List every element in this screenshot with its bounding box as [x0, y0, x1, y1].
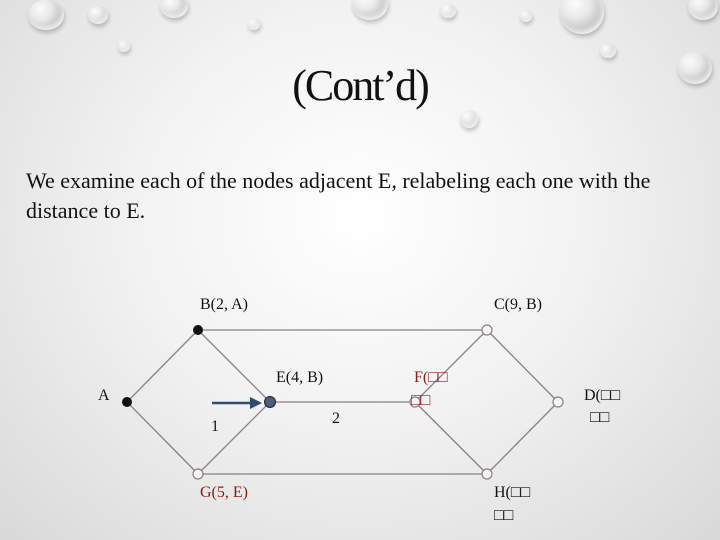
water-drop-decoration — [688, 0, 718, 20]
water-drop-decoration — [600, 44, 616, 58]
node-b — [193, 325, 203, 335]
edge-f-h — [414, 401, 488, 475]
node-label-f: F(□□ — [414, 369, 448, 386]
water-drop-decoration — [248, 18, 260, 30]
water-drop-decoration — [678, 52, 712, 84]
node-label-b: B(2, A) — [200, 296, 248, 313]
node-h — [481, 468, 493, 480]
node-label-f-cont: □□ — [411, 392, 431, 409]
node-label-c: C(9, B) — [494, 296, 542, 313]
arrow-icon — [212, 397, 262, 409]
slide-title: (Cont’d) — [292, 61, 430, 110]
edge-e-g — [197, 401, 271, 475]
edge-a-g — [126, 401, 199, 475]
node-label-e: E(4, B) — [276, 369, 323, 386]
edge-f-c — [414, 329, 488, 403]
node-e — [264, 396, 276, 408]
water-drop-decoration — [560, 0, 604, 34]
edge-a-b — [126, 329, 199, 403]
edge-c-d — [486, 329, 559, 403]
node-label-h: H(□□ — [494, 484, 531, 501]
edge-h-d — [486, 401, 559, 475]
water-drop-decoration — [160, 0, 188, 18]
slide-body-text: We examine each of the nodes adjacent E,… — [26, 168, 651, 223]
water-drop-decoration — [118, 40, 130, 52]
edge-b-e — [197, 329, 271, 403]
node-g — [192, 468, 204, 480]
node-f — [409, 396, 421, 408]
edge-weight-label: 1 — [211, 418, 219, 435]
node-label-a: A — [98, 387, 110, 404]
node-c — [481, 324, 493, 336]
node-a — [122, 397, 132, 407]
water-drop-decoration — [28, 0, 64, 30]
edge-weight-label: 2 — [332, 410, 340, 427]
node-d — [552, 396, 564, 408]
node-label-d: D(□□ — [584, 387, 621, 404]
node-label-d-cont: □□ — [590, 409, 610, 426]
water-drop-decoration — [440, 4, 456, 18]
water-drop-decoration — [460, 110, 478, 128]
node-label-g: G(5, E) — [200, 484, 248, 501]
water-drop-decoration — [352, 0, 388, 20]
water-drop-decoration — [520, 10, 532, 22]
node-label-h-cont: □□ — [494, 507, 514, 524]
water-drop-decoration — [88, 6, 108, 24]
